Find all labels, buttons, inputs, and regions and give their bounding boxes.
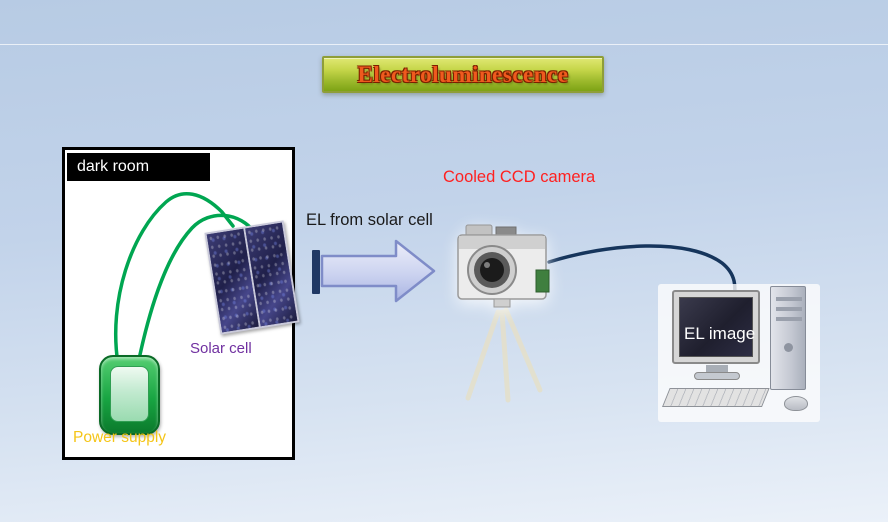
mouse — [784, 396, 808, 411]
power-supply-label: Power supply — [73, 429, 167, 446]
cooled-ccd-camera-label: Cooled CCD camera — [443, 168, 596, 186]
slide-title: Electroluminescence — [357, 61, 569, 87]
computer-illustration: EL image — [658, 284, 820, 422]
dark-room-label: dark room — [67, 153, 210, 181]
slit-bar — [312, 250, 320, 294]
camera-top-strip — [459, 236, 545, 249]
power-supply-screen — [110, 366, 149, 422]
el-image-label: EL image — [684, 324, 756, 343]
solar-cell-image — [204, 220, 300, 335]
monitor-neck — [706, 365, 728, 373]
camera-lens-highlight — [484, 262, 490, 268]
title-box: Electroluminescence — [322, 56, 604, 93]
ccd-camera-illustration — [452, 220, 556, 320]
tripod-legs — [465, 307, 543, 403]
monitor-base — [694, 372, 740, 380]
computer-tower — [770, 286, 806, 390]
el-from-solar-cell-label: EL from solar cell — [306, 211, 433, 229]
tower-slot — [776, 307, 802, 311]
camera-mount — [493, 298, 511, 308]
keyboard — [662, 388, 770, 407]
el-block-arrow — [320, 239, 436, 303]
divider-line — [0, 44, 888, 45]
power-supply-icon — [99, 355, 160, 435]
camera-lens-inner — [480, 258, 504, 282]
tower-slot — [776, 317, 802, 321]
camera-pcb — [535, 269, 550, 293]
monitor-screen: EL image — [679, 297, 756, 357]
monitor: EL image — [672, 290, 760, 364]
solar-cell-label: Solar cell — [190, 340, 252, 357]
tower-power-button — [784, 343, 793, 352]
tower-slot — [776, 297, 802, 301]
